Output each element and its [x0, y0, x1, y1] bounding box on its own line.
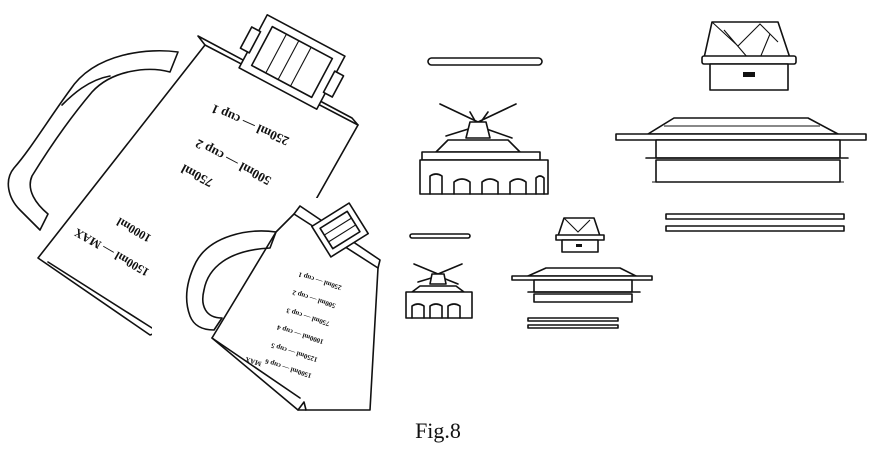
small-jar-handle [185, 230, 277, 331]
large-lid-cap [701, 21, 797, 91]
small-lid-cap [555, 217, 605, 253]
small-sealing-bar [409, 233, 471, 239]
small-jar-lid [311, 202, 369, 258]
large-mark-4: 1000ml [114, 214, 154, 245]
large-base [615, 117, 867, 183]
large-blade-assembly [419, 103, 549, 195]
large-mark-3: 750ml [178, 161, 215, 190]
large-sealing-bar [427, 57, 543, 66]
large-jar-handle [7, 49, 179, 231]
small-guide-rails [527, 317, 619, 329]
large-mark-1: 250ml — cup 1 [209, 101, 291, 149]
large-jar-lid [238, 14, 346, 110]
small-blade-assembly [405, 263, 473, 319]
small-base [511, 267, 653, 303]
figure-caption: Fig.8 [415, 418, 461, 443]
large-guide-rails [665, 213, 845, 232]
